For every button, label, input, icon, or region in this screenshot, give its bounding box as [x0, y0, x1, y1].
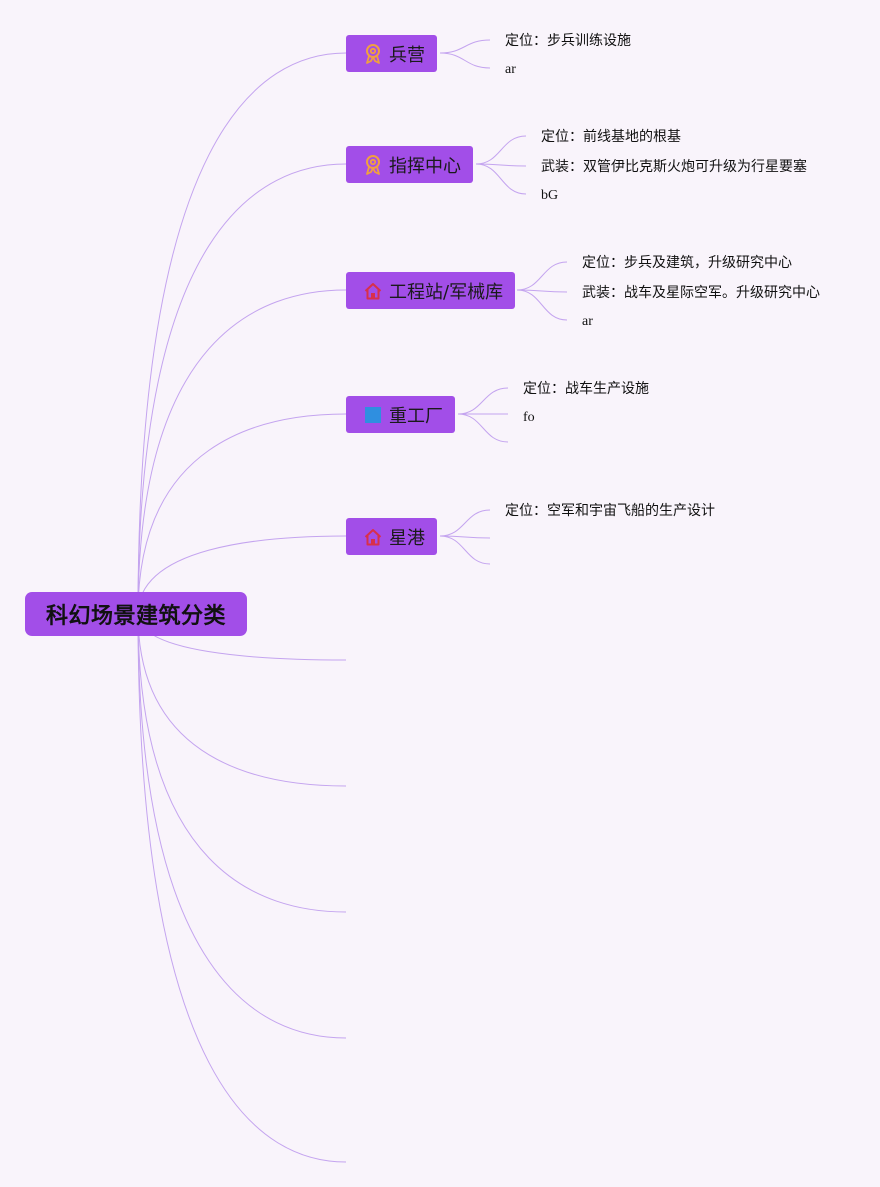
branch-leaf-link [439, 535, 491, 565]
root-node[interactable]: 科幻场景建筑分类 [25, 592, 247, 636]
branch-leaf-link [475, 163, 527, 195]
root-empty-branch-link [137, 613, 347, 787]
branch-label: 兵营 [389, 44, 425, 66]
root-branch-link [137, 413, 347, 615]
branch-label: 重工厂 [389, 405, 443, 427]
leaf-text: 定位：空军和宇宙飞船的生产设计 [505, 504, 715, 519]
branch-node-barracks[interactable]: 兵营 [346, 35, 437, 72]
branch-label: 指挥中心 [389, 155, 461, 177]
root-empty-branch-link [137, 613, 347, 913]
leaf-text: 定位：步兵训练设施 [505, 34, 631, 49]
branch-node-starport[interactable]: 星港 [346, 518, 437, 555]
leaf-text: ar [582, 314, 593, 329]
branch-node-factory[interactable]: 重工厂 [346, 396, 455, 433]
branch-node-engineering-bay[interactable]: 工程站/军械库 [346, 272, 516, 309]
branch-node-command-center[interactable]: 指挥中心 [346, 146, 473, 183]
branch-leaf-link [439, 52, 491, 69]
leaf-text: bG [541, 188, 559, 203]
branch-leaf-link [516, 261, 568, 291]
square-icon [363, 405, 383, 425]
root-empty-branch-link [137, 613, 347, 1163]
branch-label: 工程站/军械库 [389, 281, 504, 303]
home-icon [363, 527, 383, 547]
branch-leaf-link [457, 413, 509, 443]
root-branch-link [137, 535, 347, 615]
branch-leaf-link [516, 289, 568, 321]
leaf-text: 定位：步兵及建筑，升级研究中心 [582, 256, 792, 271]
branch-leaf-link [439, 509, 491, 537]
root-branch-link [137, 289, 347, 615]
leaf-text: ar [505, 62, 516, 77]
root-branch-link [137, 163, 347, 615]
leaf-text: fo [523, 410, 535, 425]
branch-leaf-link [457, 387, 509, 415]
leaf-text: 定位：战车生产设施 [523, 382, 649, 397]
medal-icon [363, 43, 383, 64]
root-branch-link [137, 52, 347, 615]
branch-leaf-link [439, 39, 491, 54]
home-icon [363, 281, 383, 301]
leaf-text: 武装：战车及星际空军。升级研究中心 [582, 286, 820, 301]
branch-label: 星港 [389, 527, 425, 549]
root-label: 科幻场景建筑分类 [45, 604, 226, 629]
root-empty-branch-link [137, 613, 347, 1039]
leaf-text: 定位：前线基地的根基 [541, 130, 681, 145]
medal-icon [363, 154, 383, 175]
leaf-text: 武装：双管伊比克斯火炮可升级为行星要塞 [541, 160, 807, 175]
branch-leaf-link [475, 135, 527, 165]
